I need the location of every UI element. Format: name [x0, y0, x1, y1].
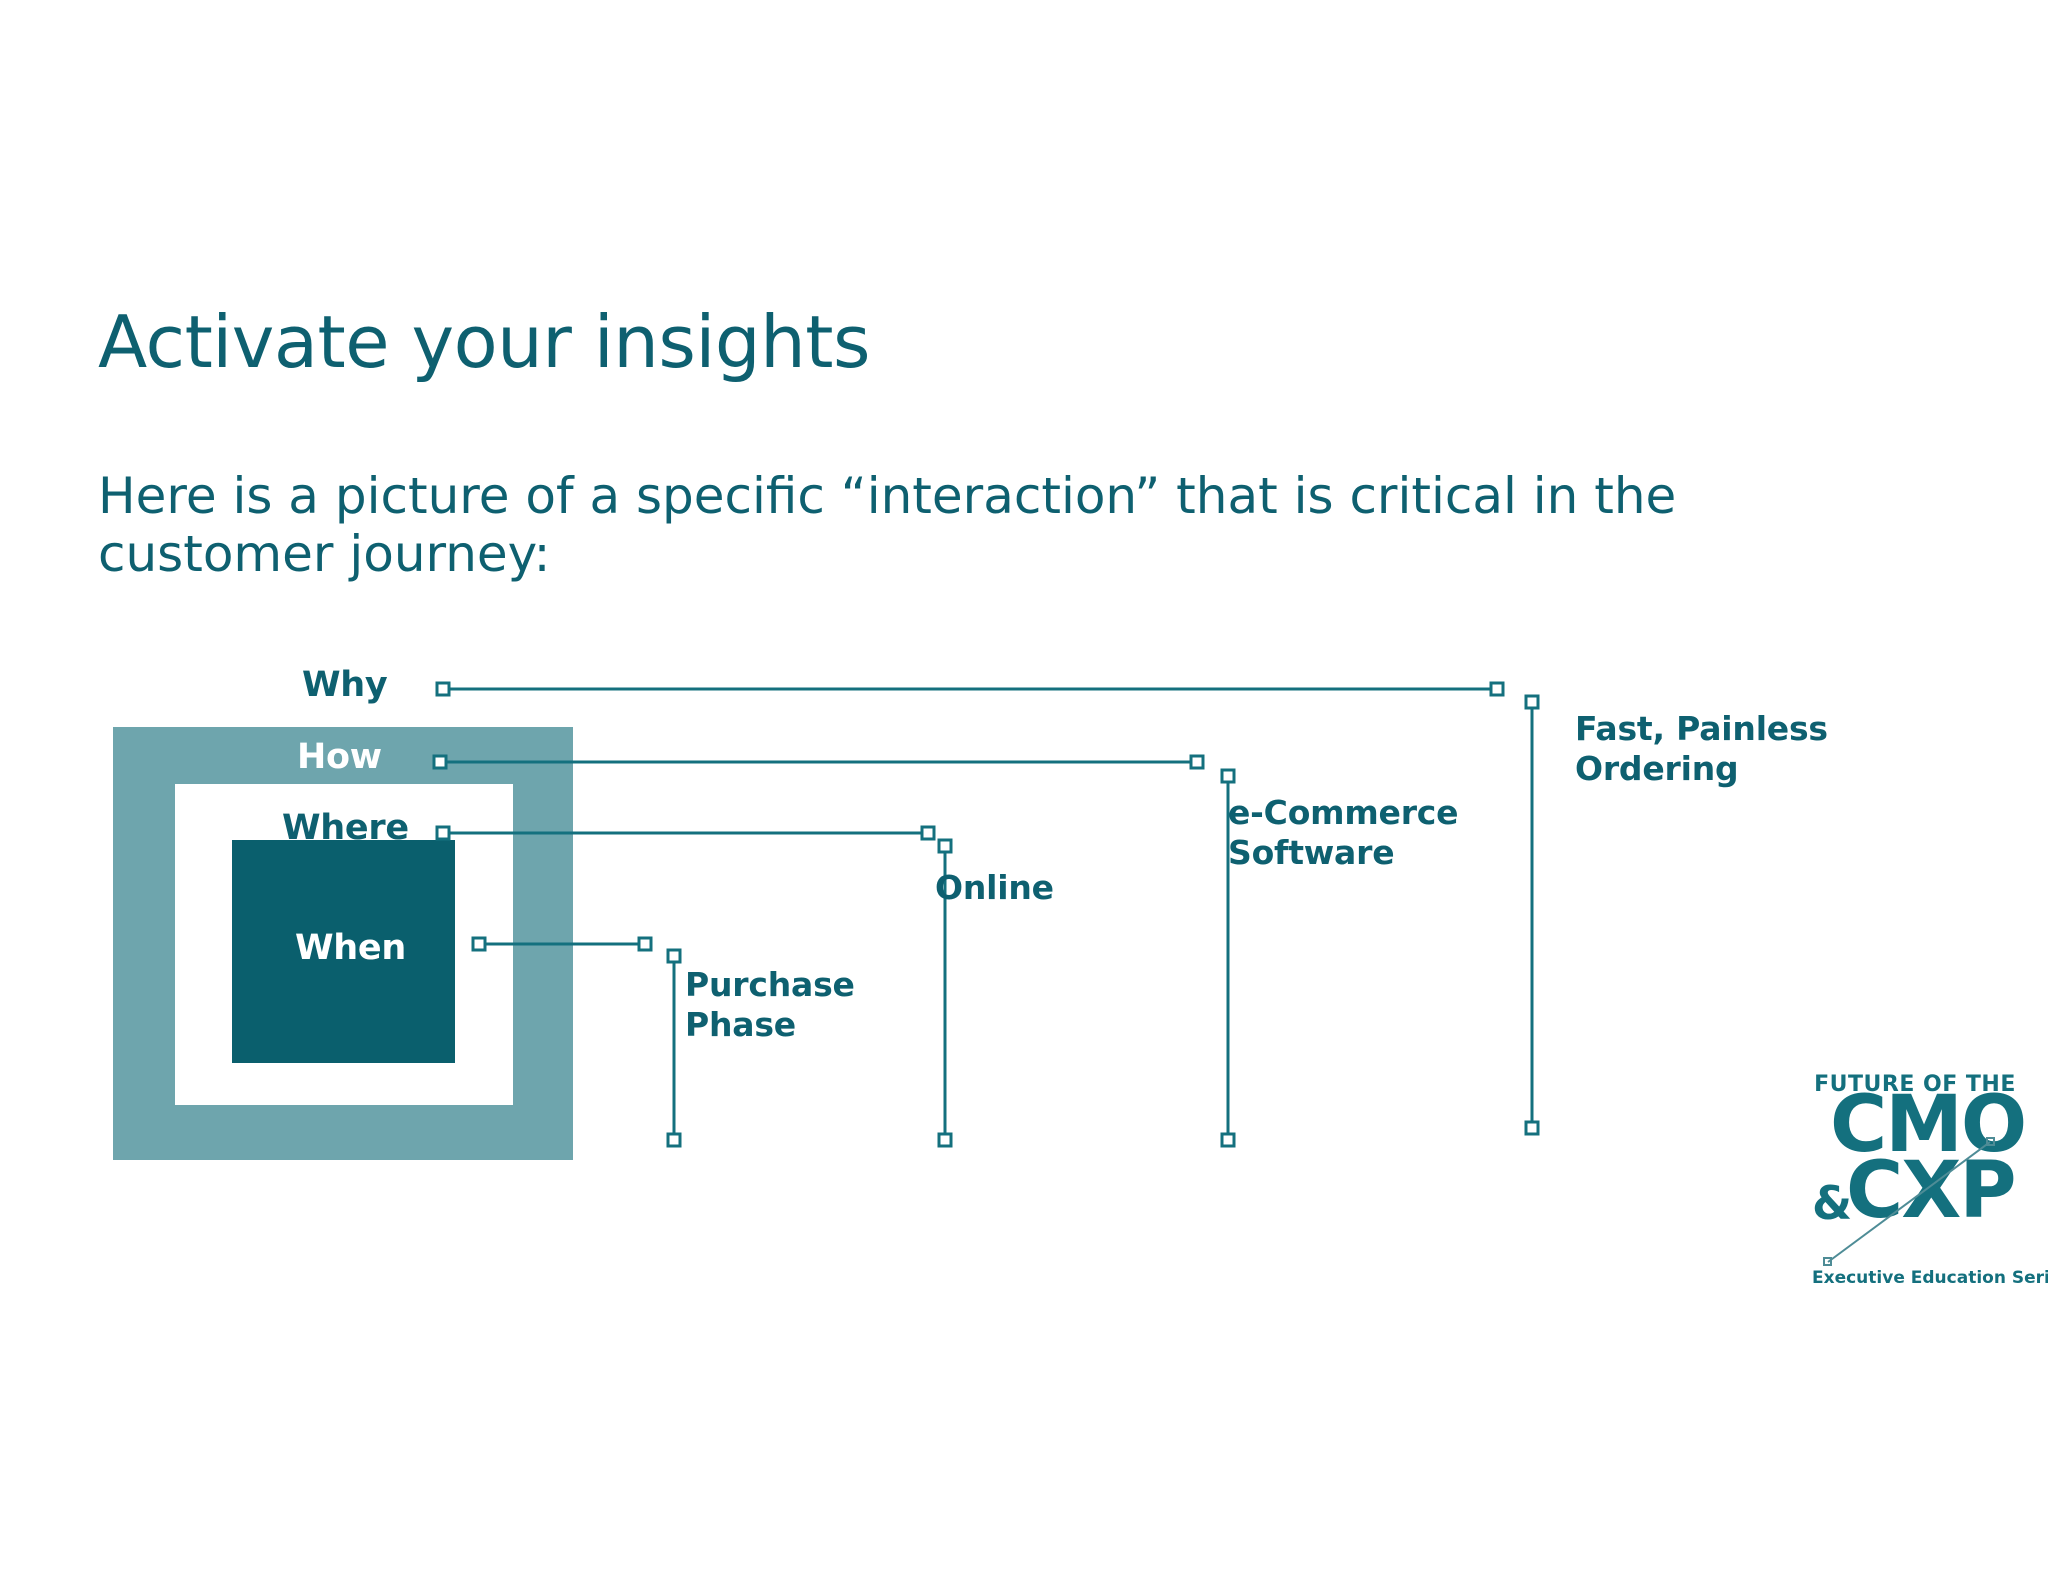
logo-word-cxp: CXP: [1846, 1146, 2017, 1236]
diagram-label-how: How: [297, 737, 382, 777]
square-inner-when: [232, 840, 455, 1063]
diagram-label-where: Where: [282, 808, 409, 848]
logo-word-cmo: CMO: [1830, 1080, 2027, 1170]
logo-tagline: Executive Education Series: [1812, 1268, 2048, 1288]
page-subtitle: Here is a picture of a specific “interac…: [98, 467, 1677, 583]
callout-fast-painless-ordering: Fast, Painless Ordering: [1575, 709, 1828, 789]
logo-ampersand: &: [1812, 1176, 1853, 1230]
cmo-cxp-logo: FUTURE OF THE CMO & CXP Executive Educat…: [1812, 1072, 2048, 1310]
callout-purchase-phase: Purchase Phase: [685, 965, 855, 1045]
diagram-label-when: When: [295, 928, 406, 968]
callout-online: Online: [935, 868, 1054, 907]
page-title: Activate your insights: [98, 300, 870, 384]
logo-diagonal-slash-icon: [1823, 1137, 1995, 1266]
diagram-label-why: Why: [302, 665, 388, 705]
logo-line-future-of-the: FUTURE OF THE: [1814, 1072, 2016, 1097]
callout-ecommerce-software: e-Commerce Software: [1228, 793, 1459, 873]
